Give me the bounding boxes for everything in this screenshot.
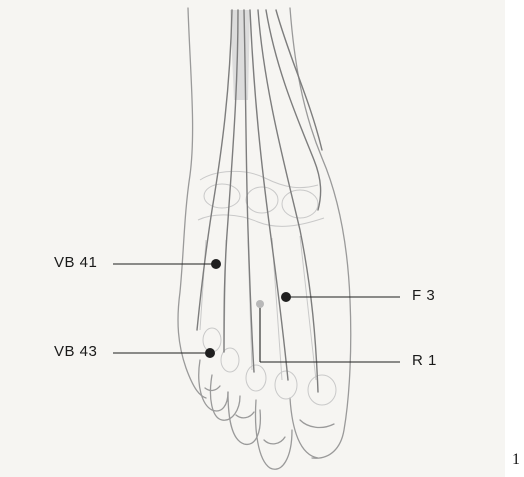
label-vb43: VB 43 <box>54 343 97 360</box>
point-f3 <box>281 292 291 302</box>
page-number: 1 <box>512 451 520 469</box>
point-vb43 <box>205 348 215 358</box>
foot-outline <box>178 8 351 469</box>
label-vb41: VB 41 <box>54 254 97 271</box>
point-vb41 <box>211 259 221 269</box>
leader-lines <box>113 264 400 362</box>
acupuncture-points <box>205 259 291 358</box>
foot-illustration: VB 41 VB 43 F 3 R 1 <box>0 0 505 477</box>
tendon-sheath <box>230 10 250 100</box>
foot-drawing <box>0 0 505 477</box>
point-r1 <box>256 300 264 308</box>
label-f3: F 3 <box>412 287 435 304</box>
label-r1: R 1 <box>412 352 437 369</box>
